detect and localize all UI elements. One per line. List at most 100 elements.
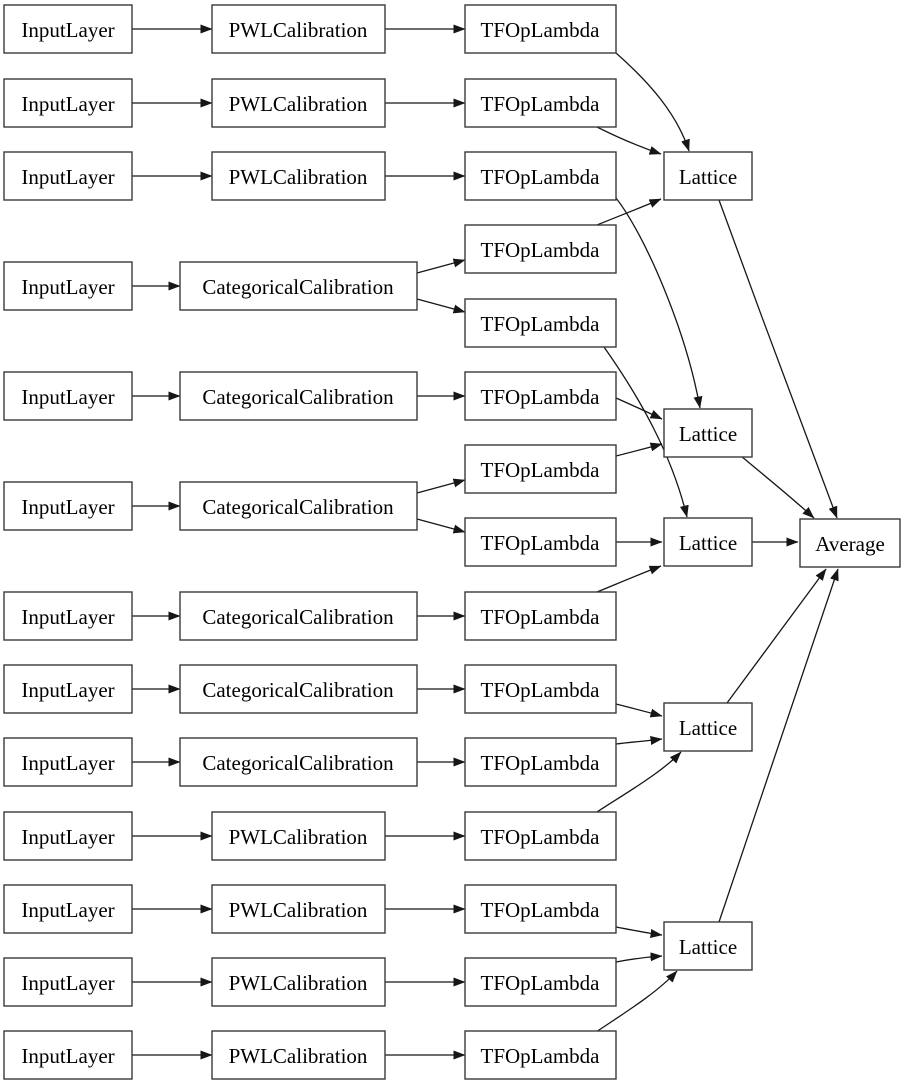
node-label: TFOpLambda <box>481 385 601 409</box>
node-pwl_5: PWLCalibration <box>211 884 386 934</box>
node-pwl_1: PWLCalibration <box>211 4 386 54</box>
node-label: InputLayer <box>21 898 114 922</box>
node-label: TFOpLambda <box>481 971 601 995</box>
node-label: Lattice <box>679 422 737 446</box>
node-tfop_11: TFOpLambda <box>464 737 617 787</box>
node-input_11: InputLayer <box>3 884 133 934</box>
node-label: InputLayer <box>21 495 114 519</box>
node-label: TFOpLambda <box>481 238 601 262</box>
edge-cat_1-tfop_4 <box>416 258 466 274</box>
edge-lattice_5-average <box>718 568 839 923</box>
node-tfop_7: TFOpLambda <box>464 444 617 494</box>
node-tfop_8: TFOpLambda <box>464 517 617 567</box>
edge-cat_1-tfop_5 <box>416 298 466 314</box>
node-tfop_4: TFOpLambda <box>464 224 617 274</box>
node-label: InputLayer <box>21 92 114 116</box>
node-input_12: InputLayer <box>3 957 133 1007</box>
edge-tfop_3-lattice_2 <box>615 197 703 409</box>
node-label: InputLayer <box>21 275 114 299</box>
node-label: TFOpLambda <box>481 751 601 775</box>
node-label: PWLCalibration <box>229 18 368 42</box>
edge-tfop_5-lattice_3 <box>603 346 689 518</box>
node-label: CategoricalCalibration <box>202 751 394 775</box>
edge-tfop_14-lattice_5 <box>615 952 663 963</box>
node-pwl_3: PWLCalibration <box>211 151 386 201</box>
node-tfop_13: TFOpLambda <box>464 884 617 934</box>
edge-cat_3-tfop_8 <box>416 518 466 534</box>
node-label: PWLCalibration <box>229 971 368 995</box>
node-label: PWLCalibration <box>229 898 368 922</box>
node-label: TFOpLambda <box>481 825 601 849</box>
edge-lattice_4-average <box>726 568 827 704</box>
edge-lattice_2-average <box>740 455 815 519</box>
node-input_8: InputLayer <box>3 664 133 714</box>
edge-tfop_9-lattice_3 <box>596 565 662 593</box>
node-input_10: InputLayer <box>3 811 133 861</box>
node-input_6: InputLayer <box>3 481 133 531</box>
node-pwl_6: PWLCalibration <box>211 957 386 1007</box>
node-label: TFOpLambda <box>481 605 601 629</box>
node-label: TFOpLambda <box>481 678 601 702</box>
node-label: Lattice <box>679 935 737 959</box>
node-label: CategoricalCalibration <box>202 678 394 702</box>
node-label: InputLayer <box>21 1044 114 1068</box>
node-label: InputLayer <box>21 18 114 42</box>
node-lattice_2: Lattice <box>663 408 753 458</box>
edge-tfop_6-lattice_2 <box>615 397 663 420</box>
node-label: CategoricalCalibration <box>202 605 394 629</box>
edge-tfop_12-lattice_4 <box>596 751 682 813</box>
node-label: TFOpLambda <box>481 92 601 116</box>
node-label: InputLayer <box>21 825 114 849</box>
node-label: TFOpLambda <box>481 18 601 42</box>
node-input_7: InputLayer <box>3 591 133 641</box>
node-label: CategoricalCalibration <box>202 385 394 409</box>
node-tfop_15: TFOpLambda <box>464 1030 617 1080</box>
node-pwl_4: PWLCalibration <box>211 811 386 861</box>
node-cat_2: CategoricalCalibration <box>179 371 418 421</box>
node-tfop_9: TFOpLambda <box>464 591 617 641</box>
node-label: TFOpLambda <box>481 312 601 336</box>
node-label: InputLayer <box>21 971 114 995</box>
edge-tfop_2-lattice_1 <box>596 126 662 155</box>
node-label: InputLayer <box>21 605 114 629</box>
node-average: Average <box>799 518 901 568</box>
node-tfop_10: TFOpLambda <box>464 664 617 714</box>
node-cat_3: CategoricalCalibration <box>179 481 418 531</box>
node-label: Average <box>815 532 885 556</box>
node-label: TFOpLambda <box>481 1044 601 1068</box>
node-pwl_2: PWLCalibration <box>211 78 386 128</box>
node-label: CategoricalCalibration <box>202 495 394 519</box>
node-label: PWLCalibration <box>229 165 368 189</box>
node-input_3: InputLayer <box>3 151 133 201</box>
edge-tfop_13-lattice_5 <box>615 926 663 938</box>
node-input_13: InputLayer <box>3 1030 133 1080</box>
edge-cat_3-tfop_7 <box>416 478 466 494</box>
node-tfop_14: TFOpLambda <box>464 957 617 1007</box>
node-input_4: InputLayer <box>3 261 133 311</box>
nodes: InputLayer InputLayer InputLayer InputLa… <box>3 4 901 1080</box>
node-pwl_7: PWLCalibration <box>211 1030 386 1080</box>
edge-tfop_11-lattice_4 <box>615 736 663 745</box>
node-tfop_6: TFOpLambda <box>464 371 617 421</box>
node-cat_6: CategoricalCalibration <box>179 737 418 787</box>
node-label: InputLayer <box>21 385 114 409</box>
edges <box>132 24 839 1060</box>
node-tfop_12: TFOpLambda <box>464 811 617 861</box>
node-label: InputLayer <box>21 751 114 775</box>
node-input_2: InputLayer <box>3 78 133 128</box>
node-lattice_1: Lattice <box>663 151 753 201</box>
node-cat_4: CategoricalCalibration <box>179 591 418 641</box>
edge-tfop_1-lattice_1 <box>615 52 690 152</box>
node-lattice_5: Lattice <box>663 921 753 971</box>
edge-tfop_10-lattice_4 <box>615 703 663 718</box>
node-label: CategoricalCalibration <box>202 275 394 299</box>
node-label: Lattice <box>679 531 737 555</box>
node-cat_1: CategoricalCalibration <box>179 261 418 311</box>
node-label: PWLCalibration <box>229 92 368 116</box>
edge-lattice_1-average <box>718 199 838 519</box>
node-label: PWLCalibration <box>229 825 368 849</box>
node-label: TFOpLambda <box>481 531 601 555</box>
node-label: TFOpLambda <box>481 165 601 189</box>
node-lattice_4: Lattice <box>663 702 753 752</box>
